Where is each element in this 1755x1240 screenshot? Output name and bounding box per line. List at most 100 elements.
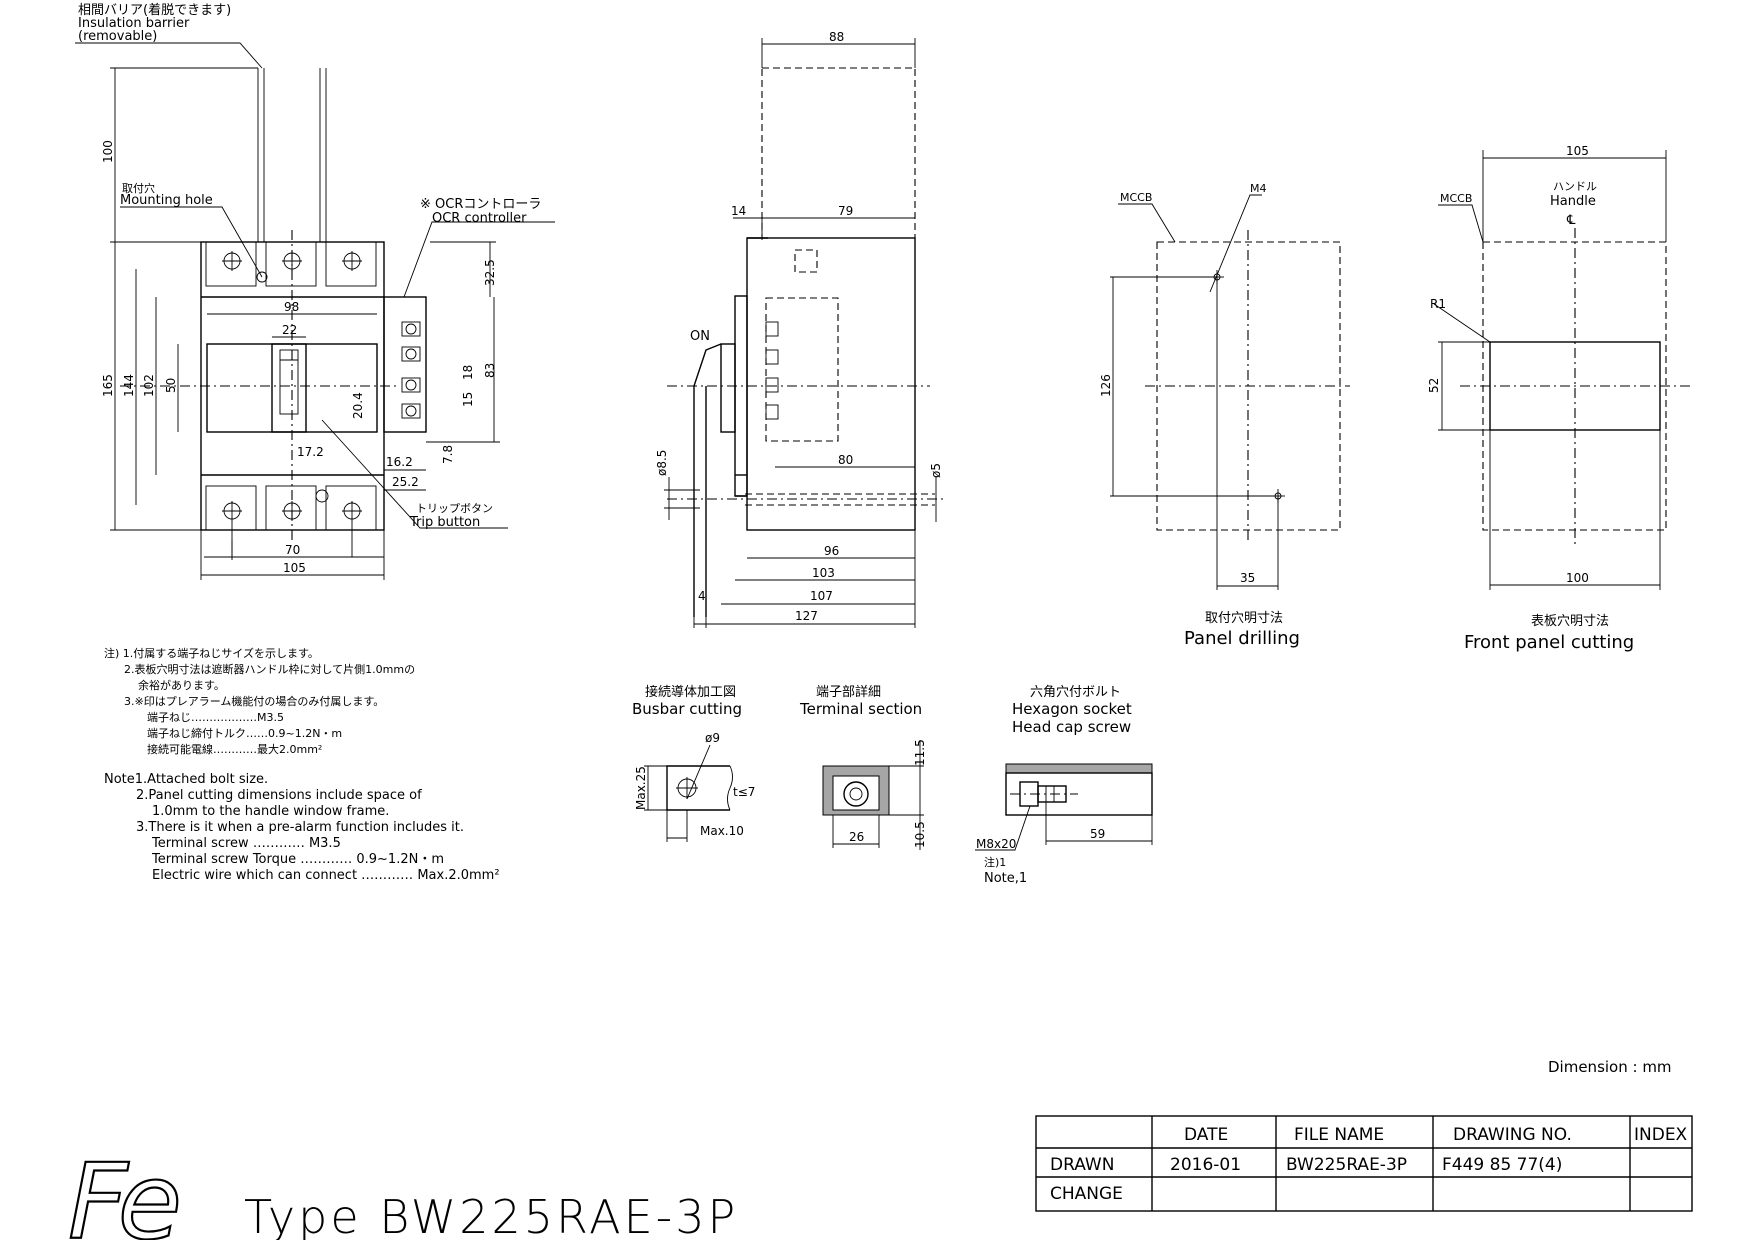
hex-title-jp: 六角穴付ボルト (1030, 685, 1121, 700)
m4-label: M4 (1250, 182, 1267, 195)
dim-32-5: 32.5 (483, 259, 497, 286)
dim-max25: Max.25 (634, 766, 648, 810)
dim-107: 107 (810, 589, 833, 603)
dim-144: 144 (122, 374, 136, 397)
note-jp-6: 端子ねじ締付トルク……0.9~1.2N・m (147, 726, 342, 740)
note-jp-2: 2.表板穴明寸法は遮断器ハンドル枠に対して片側1.0mmの (124, 662, 415, 676)
dim-127: 127 (795, 609, 818, 623)
dim-50: 50 (164, 378, 178, 393)
hex-screw-view: 六角穴付ボルト Hexagon socket Head cap screw M8… (975, 685, 1153, 886)
note-en-2: 2.Panel cutting dimensions include space… (136, 788, 422, 803)
terminal-title-jp: 端子部詳細 (816, 684, 881, 700)
dim-20-4: 20.4 (351, 392, 365, 419)
terminal-section-view: 端子部詳細 Terminal section 11.5 26 10.5 (799, 684, 927, 850)
notes-jp: 注) 1.付属する端子ねじサイズを示します。 2.表板穴明寸法は遮断器ハンドル枠… (104, 646, 415, 756)
on-label: ON (690, 329, 710, 344)
header-date: DATE (1184, 1125, 1228, 1145)
mounting-hole-label-jp: 取付穴 (122, 181, 155, 195)
panel-drilling-title-en: Panel drilling (1184, 628, 1300, 649)
dim-11-5: 11.5 (913, 739, 927, 766)
dim-25-2: 25.2 (392, 475, 419, 489)
fe-logo: Fe (67, 1140, 189, 1240)
header-drawing-no: DRAWING NO. (1453, 1125, 1572, 1145)
dim-18: 18 (461, 365, 475, 380)
barrier-label-en2: (removable) (78, 29, 157, 44)
dim-max10: Max.10 (700, 824, 744, 838)
dim-15: 15 (461, 392, 475, 407)
dim-105: 105 (283, 561, 306, 575)
dim-4: 4 (698, 589, 706, 603)
r1-label: R1 (1430, 297, 1446, 311)
dim-o8-5: ø8.5 (655, 450, 669, 476)
dim-88: 88 (829, 30, 844, 44)
note-jp-1: 注) 1.付属する端子ねじサイズを示します。 (104, 646, 319, 660)
dim-102: 102 (142, 374, 156, 397)
type-label: Type BW225RAE-3P (244, 1190, 738, 1240)
dim-79: 79 (838, 204, 853, 218)
dim-59: 59 (1090, 827, 1105, 841)
note-en-3: 1.0mm to the handle window frame. (152, 804, 389, 819)
ocr-label-en: OCR controller (432, 211, 527, 226)
note-en-7: Electric wire which can connect ………… Max… (152, 868, 500, 883)
panel-drilling-view: MCCB M4 126 35 取付穴明寸法 Panel drilling (1099, 182, 1350, 649)
row-drawn-drawing-no: F449 85 77(4) (1442, 1155, 1562, 1175)
dim-98: 98 (284, 300, 299, 314)
dim-26: 26 (849, 830, 864, 844)
row-drawn-date: 2016-01 (1170, 1155, 1241, 1175)
dim-m8x20: M8x20 (976, 837, 1016, 851)
mccb-label-2: MCCB (1440, 192, 1472, 205)
busbar-title-en: Busbar cutting (632, 700, 742, 718)
dim-o9: ø9 (705, 731, 720, 745)
dim-14: 14 (731, 204, 746, 218)
dim-80: 80 (838, 453, 853, 467)
trip-label-en: Trip button (409, 515, 480, 530)
dim-t7: t≤7 (733, 785, 755, 799)
row-change-label: CHANGE (1050, 1184, 1123, 1204)
barrier-label-en: Insulation barrier (78, 16, 190, 31)
dim-105b: 105 (1566, 144, 1589, 158)
dim-96: 96 (824, 544, 839, 558)
row-drawn-label: DRAWN (1050, 1155, 1114, 1175)
logo-text: Fe (68, 1141, 178, 1240)
dim-103: 103 (812, 566, 835, 580)
dim-100: 100 (101, 140, 115, 163)
busbar-title-jp: 接続導体加工図 (645, 684, 736, 700)
front-view: 相間バリア(着脱できます) Insulation barrier (remova… (75, 2, 555, 580)
hex-title-en2: Head cap screw (1012, 718, 1131, 736)
note-en-4: 3.There is it when a pre-alarm function … (136, 820, 464, 835)
hex-note-en: Note,1 (984, 871, 1027, 886)
dim-22: 22 (282, 323, 297, 337)
dim-83: 83 (483, 363, 497, 378)
mounting-hole-label-en: Mounting hole (120, 193, 213, 208)
note-jp-5: 端子ねじ………………M3.5 (147, 711, 284, 724)
hex-note-jp: 注)1 (984, 855, 1006, 869)
dim-165: 165 (101, 374, 115, 397)
front-panel-cutting-view: 105 MCCB ハンドル Handle ℄ R1 52 100 表板穴明寸法 … (1427, 144, 1690, 653)
front-panel-title-jp: 表板穴明寸法 (1531, 614, 1609, 629)
row-drawn-file: BW225RAE-3P (1286, 1155, 1407, 1175)
front-panel-title-en: Front panel cutting (1464, 632, 1634, 653)
dim-126: 126 (1099, 374, 1113, 397)
note-jp-7: 接続可能電線…………最大2.0mm² (147, 742, 322, 756)
centerline-symbol: ℄ (1566, 213, 1576, 228)
ocr-label-jp: ※ OCRコントローラ (420, 197, 541, 212)
panel-drilling-title-jp: 取付穴明寸法 (1205, 611, 1283, 626)
handle-label-en: Handle (1550, 194, 1596, 209)
dim-7-8: 7.8 (441, 445, 455, 464)
note-en-6: Terminal screw Torque ………… 0.9~1.2N・m (151, 852, 444, 867)
notes-en: Note1.Attached bolt size. 2.Panel cuttin… (104, 772, 500, 883)
title-block: DATE FILE NAME DRAWING NO. INDEX DRAWN 2… (1035, 1115, 1693, 1212)
note-jp-4: 3.※印はプレアラーム機能付の場合のみ付属します。 (124, 694, 384, 708)
dim-16-2: 16.2 (386, 455, 413, 469)
mccb-label-1: MCCB (1120, 191, 1152, 204)
note-en-1: Note1.Attached bolt size. (104, 772, 268, 787)
dim-17-2: 17.2 (297, 445, 324, 459)
dim-100b: 100 (1566, 571, 1589, 585)
dim-o5: ø5 (929, 463, 943, 478)
header-index: INDEX (1634, 1125, 1688, 1145)
dimension-unit: Dimension : mm (1548, 1058, 1672, 1076)
side-view: ON 88 14 79 80 ø5 ø8.5 96 103 107 4 127 (655, 30, 945, 628)
dim-52: 52 (1427, 378, 1441, 393)
dim-10-5: 10.5 (913, 821, 927, 848)
